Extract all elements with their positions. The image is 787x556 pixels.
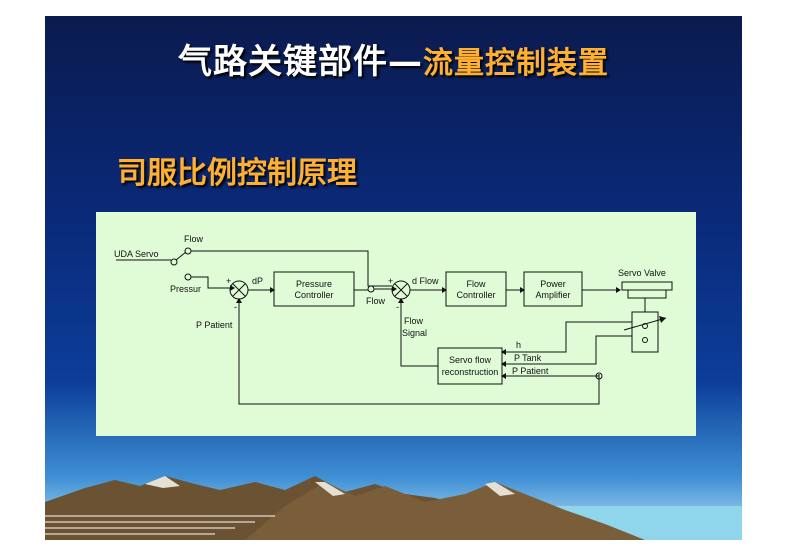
label-servo-flow-2: reconstruction [442,367,499,377]
mountain-landscape [45,476,742,540]
flow-signal-line [400,299,438,367]
snow-cap-3 [145,476,180,488]
title-main: 气路关键部件— [178,42,423,82]
label-h: h [516,340,521,350]
diagram-svg: UDA Servo Flow Pressur dP + - P Patient … [114,234,673,405]
arrow-amp [520,287,525,293]
mountain-range-front [245,482,645,540]
slide-title: 气路关键部件—流量控制装置 [45,34,742,83]
label-flow-controller-1: Flow [466,279,486,289]
ppatient-node [595,372,603,380]
label-flow-signal-2: Signal [402,328,427,338]
label-plus-1: + [226,276,231,286]
slide: 气路关键部件—流量控制装置 司服比例控制原理 [45,16,742,540]
label-minus-1: - [234,302,237,312]
h-feedback-line [502,321,632,353]
snow-cap-1 [315,482,345,496]
label-flow-top: Flow [184,234,204,244]
sum1-x2 [232,283,246,297]
servo-valve-mid [627,289,667,299]
switch-arm [175,251,187,261]
switch-contact-flow [184,247,192,255]
label-power-amp-1: Power [540,279,566,289]
label-dp: dP [252,276,263,286]
arrow-sum1-feedback [236,298,242,303]
label-servo-valve: Servo Valve [618,268,666,278]
label-flow-controller-2: Controller [456,290,495,300]
arrow-ptank [501,361,506,367]
control-block-diagram: UDA Servo Flow Pressur dP + - P Patient … [96,212,696,436]
ptank-feedback-line [502,335,632,365]
label-p-patient-right: P Patient [512,366,549,376]
arrow-valve-h [659,316,666,323]
flow-bypass-line [191,250,392,287]
label-d-flow: d Flow [412,276,439,286]
flow-controller-box [445,271,507,307]
power-amplifier-box [523,271,583,307]
pressure-in-line [191,276,230,289]
arrow-sum2-feedback [398,298,404,303]
arrow-sum2 [392,286,397,292]
label-flow-signal-1: Flow [404,316,424,326]
valve-h-arrow [623,317,667,331]
arrow-pressure [230,285,235,291]
label-plus-2: + [388,276,393,286]
ppatient-loop-line [238,299,600,405]
label-pressure-controller-2: Controller [294,290,333,300]
sum2-x2 [394,283,408,297]
label-minus-2: - [396,302,399,312]
label-p-patient-left: P Patient [196,320,233,330]
pc-out-node [367,285,375,293]
label-servo-flow-1: Servo flow [449,355,492,365]
label-uda-servo: UDA Servo [114,249,159,259]
label-p-tank: P Tank [514,353,542,363]
servo-valve-top [621,281,673,291]
water-lines [45,515,275,535]
arrow-h [501,349,506,355]
title-accent: 流量控制装置 [423,46,609,81]
slide-subtitle: 司服比例控制原理 [117,156,357,191]
switch-contact-pressure [184,273,192,281]
label-pressur: Pressur [170,284,201,294]
pressure-controller-box [273,271,355,307]
servo-flow-box [437,347,503,385]
label-power-amp-2: Amplifier [535,290,570,300]
label-flow-mid: Flow [366,296,386,306]
arrow-ppatient [501,373,506,379]
arrow-fc [442,287,447,293]
label-pressure-controller-1: Pressure [296,279,332,289]
arrow-dp [270,287,275,293]
arrow-valve [616,287,621,293]
snow-cap-2 [485,482,515,496]
servo-valve-body [631,311,659,353]
switch-pivot [170,258,178,266]
valve-port-2 [642,337,648,343]
